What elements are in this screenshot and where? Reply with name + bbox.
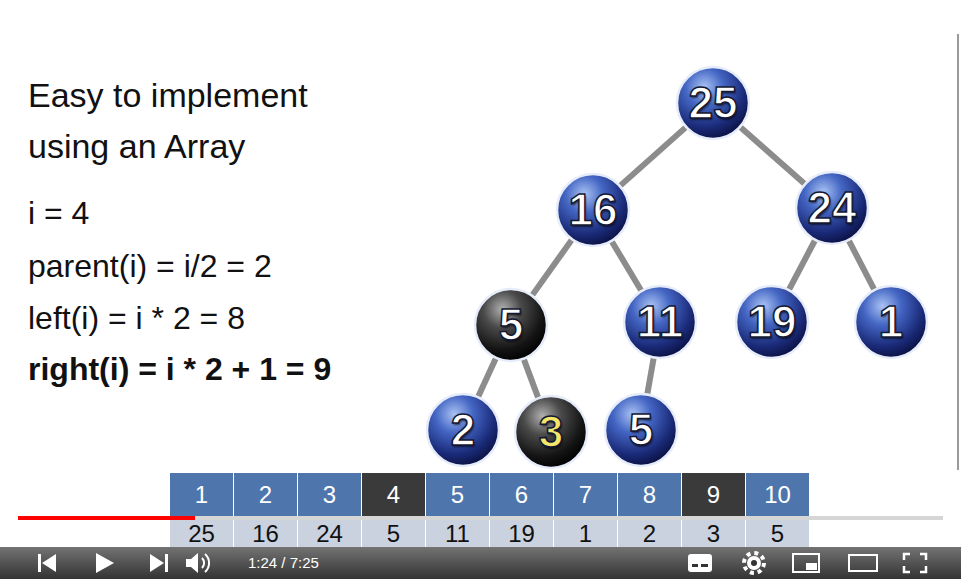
tree-edge bbox=[532, 240, 571, 295]
video-time: 1:24 / 7:25 bbox=[248, 554, 319, 571]
array-value-cell: 2 bbox=[618, 520, 681, 547]
array-value-cell: 24 bbox=[298, 520, 361, 547]
node-value: 11 bbox=[637, 300, 684, 344]
tree-edge bbox=[621, 128, 686, 186]
tree-edge bbox=[524, 360, 538, 398]
frame-edge bbox=[957, 34, 959, 470]
array-index-cell: 4 bbox=[362, 473, 425, 516]
tree-edge bbox=[741, 127, 805, 183]
array-index-cell: 8 bbox=[618, 473, 681, 516]
slide-heading: Easy to implement using an Array bbox=[28, 70, 373, 172]
player-icons bbox=[38, 553, 926, 573]
array-index-cell: 7 bbox=[554, 473, 617, 516]
array-value-cell: 19 bbox=[490, 520, 553, 547]
tree-edge bbox=[849, 241, 874, 289]
heap-node: 2 bbox=[425, 392, 501, 468]
heap-node: 5 bbox=[603, 392, 679, 468]
heap-node: 24 bbox=[794, 170, 870, 246]
array-index-cell: 10 bbox=[746, 473, 809, 516]
array-value-cell: 1 bbox=[554, 520, 617, 547]
heap-node: 1 bbox=[853, 284, 929, 360]
heap-node: 11 bbox=[622, 284, 698, 360]
array-value-cell: 5 bbox=[746, 520, 809, 547]
node-value: 1 bbox=[879, 300, 903, 344]
tree-edge bbox=[647, 358, 653, 393]
formula-line: right(i) = i * 2 + 1 = 9 bbox=[28, 351, 331, 388]
formula-line: parent(i) = i/2 = 2 bbox=[28, 248, 272, 285]
heap-node: 5 bbox=[473, 287, 549, 363]
array-value-cell: 25 bbox=[170, 520, 233, 547]
array-index-cell: 9 bbox=[682, 473, 745, 516]
node-value: 25 bbox=[689, 81, 738, 125]
node-value: 19 bbox=[748, 300, 797, 344]
array-index-cell: 5 bbox=[426, 473, 489, 516]
array-index-cell: 3 bbox=[298, 473, 361, 516]
array-value-cell: 11 bbox=[426, 520, 489, 547]
node-value: 5 bbox=[499, 303, 523, 347]
tree-edge bbox=[478, 359, 495, 397]
heap-node: 25 bbox=[675, 65, 751, 141]
tree-edge bbox=[612, 242, 641, 290]
formula-line: left(i) = i * 2 = 8 bbox=[28, 300, 245, 337]
formula-line: i = 4 bbox=[28, 195, 89, 232]
array-index-cell: 2 bbox=[234, 473, 297, 516]
array-value-cell: 3 bbox=[682, 520, 745, 547]
heap-node: 16 bbox=[555, 172, 631, 248]
heap-node: 19 bbox=[734, 284, 810, 360]
node-value: 16 bbox=[569, 188, 618, 232]
array-index-cell: 1 bbox=[170, 473, 233, 516]
node-value: 5 bbox=[629, 408, 653, 452]
tree-edge bbox=[789, 241, 815, 290]
control-bar bbox=[0, 547, 961, 579]
progress-played bbox=[18, 516, 195, 520]
array-value-cell: 5 bbox=[362, 520, 425, 547]
node-value: 2 bbox=[451, 408, 475, 452]
array-index-cell: 6 bbox=[490, 473, 553, 516]
array-value-cell: 16 bbox=[234, 520, 297, 547]
node-value: 24 bbox=[808, 186, 857, 230]
heap-node: 3 bbox=[513, 394, 589, 470]
node-value: 3 bbox=[539, 410, 563, 454]
